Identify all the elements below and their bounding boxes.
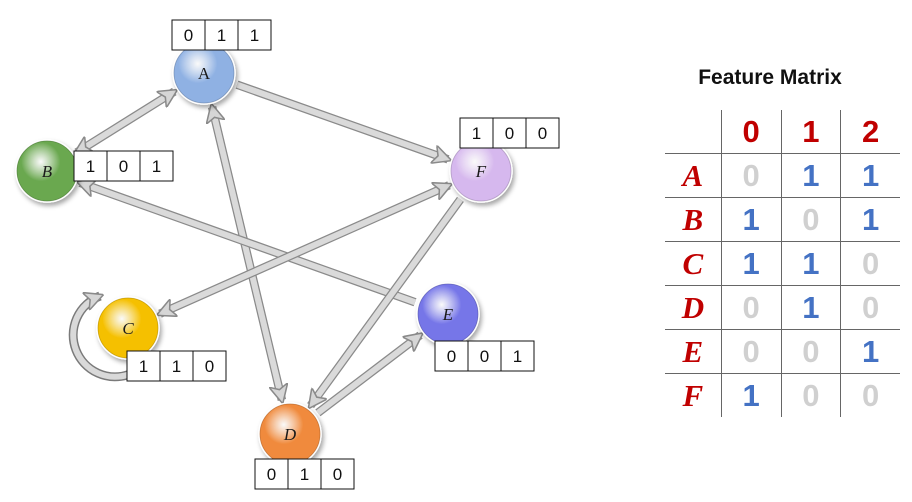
- feature-vector-E: 0 0 1: [434, 340, 535, 372]
- matrix-cell: 1: [840, 197, 900, 242]
- node-C: C: [96, 296, 160, 360]
- matrix-row-header: E: [665, 329, 722, 374]
- feature-vector-cell: 0: [480, 347, 489, 366]
- feature-vector-cell: 0: [333, 465, 342, 484]
- matrix-cell: 0: [862, 377, 880, 413]
- node-label-B: B: [42, 162, 53, 181]
- feature-vector-cell: 0: [538, 124, 547, 143]
- edge-C-self-loop: [68, 296, 132, 382]
- node-F: F: [449, 139, 513, 203]
- feature-vector-cell: 1: [172, 357, 181, 376]
- matrix-cell: 0: [721, 285, 782, 330]
- edge-D-E: [315, 331, 420, 417]
- node-A: A: [172, 41, 236, 105]
- matrix-column-header: 2: [840, 110, 900, 154]
- matrix-cell: 0: [781, 197, 842, 242]
- feature-vector-cell: 0: [267, 465, 276, 484]
- feature-vector-cell: 0: [205, 357, 214, 376]
- edge-E-B: [80, 183, 417, 307]
- feature-vector-F: 1 0 0: [459, 117, 560, 149]
- feature-vector-cell: 0: [184, 26, 193, 45]
- matrix-cell: 0: [781, 329, 842, 374]
- matrix-cell: 0: [721, 329, 782, 374]
- feature-vector-D: 0 1 0: [254, 458, 355, 490]
- node-label-C: C: [122, 319, 134, 338]
- matrix-cell: 1: [781, 285, 842, 330]
- matrix-corner: [665, 110, 722, 154]
- matrix-column-header: 0: [721, 110, 782, 154]
- node-B: B: [15, 139, 79, 203]
- feature-vector-cell: 1: [513, 347, 522, 366]
- matrix-row-header: C: [665, 241, 722, 286]
- matrix-cell: 0: [781, 373, 842, 417]
- matrix-row-header: B: [665, 197, 722, 242]
- feature-vector-A: 0 1 1: [171, 19, 272, 51]
- matrix-cell: 0: [721, 153, 782, 198]
- feature-vector-cell: 1: [152, 157, 161, 176]
- feature-vector-cell: 0: [505, 124, 514, 143]
- matrix-row-header: F: [665, 373, 722, 417]
- edge-A-B: [77, 87, 175, 157]
- feature-vector-cell: 1: [250, 26, 259, 45]
- matrix-cell: 0: [840, 285, 900, 330]
- matrix-column-header: 1: [781, 110, 842, 154]
- node-D: D: [258, 402, 322, 466]
- matrix-row-header: D: [665, 285, 722, 330]
- matrix-cell: 1: [781, 153, 842, 198]
- matrix-cell: 1: [781, 241, 842, 286]
- node-label-E: E: [442, 305, 454, 324]
- feature-vector-B: 1 0 1: [73, 150, 174, 182]
- matrix-cell: 0: [840, 241, 900, 286]
- feature-vector-cell: 0: [447, 347, 456, 366]
- feature-vector-cell: 1: [472, 124, 481, 143]
- matrix-cell: 1: [721, 197, 782, 242]
- feature-vector-cell: 1: [217, 26, 226, 45]
- feature-vector-C: 1 1 0: [126, 350, 227, 382]
- edge-F-C: [160, 181, 449, 318]
- node-label-D: D: [283, 425, 297, 444]
- matrix-cell: 1: [840, 329, 900, 374]
- feature-vector-cell: 1: [300, 465, 309, 484]
- node-label-A: A: [198, 64, 211, 83]
- feature-vector-cell: 1: [86, 157, 95, 176]
- matrix-cell: 1: [840, 153, 900, 198]
- matrix-row-header: A: [665, 153, 722, 198]
- feature-vector-cell: 1: [139, 357, 148, 376]
- edge-F-D: [307, 196, 464, 405]
- node-label-F: F: [475, 162, 487, 181]
- edge-A-F: [235, 80, 448, 160]
- graph-diagram: A B C D E F 0 1 1 1 0 1 1 1 0 0 1 0 0 0 1 1 0 0: [15, 19, 560, 490]
- matrix-title: Feature Matrix: [698, 66, 842, 89]
- feature-vector-cell: 0: [119, 157, 128, 176]
- matrix-cell: 1: [721, 241, 782, 286]
- node-E: E: [416, 282, 480, 346]
- matrix-cell: 1: [721, 373, 782, 417]
